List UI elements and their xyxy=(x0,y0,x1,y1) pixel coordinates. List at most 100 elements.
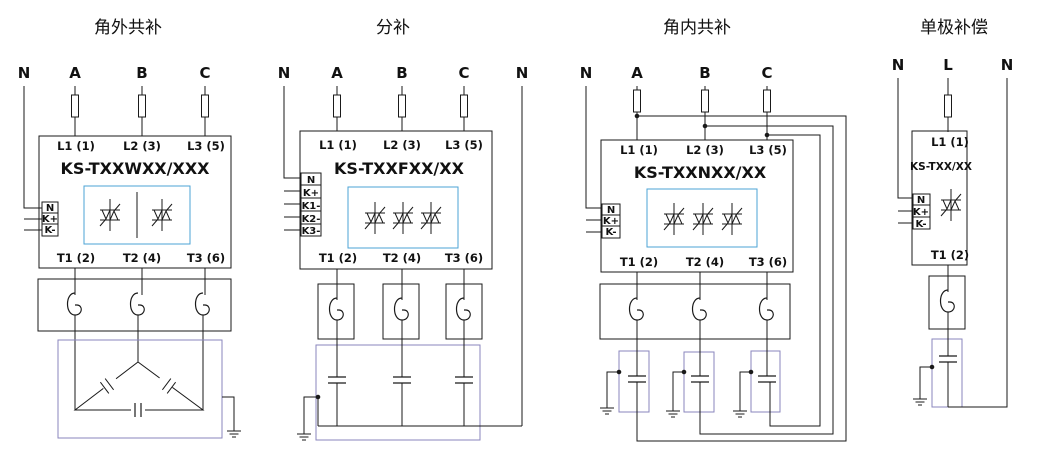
tap-wire xyxy=(767,134,821,427)
ground-wire xyxy=(672,371,684,405)
input-terminal-label: L1 (1) xyxy=(620,143,658,157)
current-transformer-block xyxy=(317,283,355,340)
diagram-title: 角内共补 xyxy=(663,18,731,38)
current-transformer-block xyxy=(599,283,791,340)
phase-label: N xyxy=(580,64,593,82)
terminal-label: K- xyxy=(915,219,926,230)
input-terminal-label: L3 (5) xyxy=(445,138,483,152)
phase-label: C xyxy=(458,64,469,82)
terminal-label: K+ xyxy=(42,214,58,225)
ground-wire xyxy=(739,371,751,405)
phase-label: B xyxy=(396,64,407,82)
phase-label: A xyxy=(331,64,343,82)
tap-wire xyxy=(699,125,834,435)
delta-connection xyxy=(73,361,205,411)
capacitor-bank xyxy=(315,344,481,441)
thyristor-icon xyxy=(940,188,962,222)
fuse-icon xyxy=(201,94,209,118)
phase-label: B xyxy=(136,64,147,82)
input-terminal-label: L3 (5) xyxy=(749,143,787,157)
neutral-wire xyxy=(283,86,300,179)
switch-module xyxy=(600,139,794,273)
neutral-wire xyxy=(897,78,913,199)
capacitor-bank xyxy=(683,351,715,413)
diagram-title: 角外共补 xyxy=(94,18,162,38)
thyristor-icon xyxy=(392,201,414,235)
current-transformer-icon xyxy=(939,289,955,313)
current-transformer-block xyxy=(928,275,966,330)
fuse-icon xyxy=(763,89,771,113)
ground-icon xyxy=(226,424,242,438)
thyristor-icon xyxy=(364,201,386,235)
input-terminal-label: L2 (3) xyxy=(123,139,161,153)
ground-wire xyxy=(222,396,235,425)
neutral-wire xyxy=(23,86,42,209)
model-number: KS-TXX/XX xyxy=(910,161,972,173)
current-transformer-block xyxy=(382,283,420,340)
capacitor-bank xyxy=(57,339,223,439)
phase-label: C xyxy=(761,64,772,82)
phase-label: N xyxy=(18,64,31,82)
capacitor-icon xyxy=(938,355,958,363)
terminal-label: N xyxy=(307,175,315,186)
tap-wire xyxy=(636,115,847,442)
thyristor-block xyxy=(83,185,191,245)
phase-label: N xyxy=(892,56,905,74)
terminal-label: K- xyxy=(44,225,55,236)
output-terminal-label: T2 (4) xyxy=(686,255,724,269)
diagram-delta-external: 角外共补 N A B C L1 (1) L2 (3) L3 (5) KS-TXX… xyxy=(18,18,242,439)
output-terminal-label: T1 (2) xyxy=(931,248,969,262)
diagram-single-phase: 单极补偿 N L N L1 (1) KS-TXX/XX N K+ K- T1 (… xyxy=(892,18,1014,408)
model-number: KS-TXXWXX/XXX xyxy=(61,159,211,178)
input-terminal-label: L1 (1) xyxy=(931,135,969,149)
capacitor-bank xyxy=(618,350,650,413)
phase-label: N xyxy=(278,64,291,82)
diagram-delta-internal: 角内共补 N A B C L1 (1) L2 (3) L3 (5) KS-TXX… xyxy=(580,18,847,442)
switch-module xyxy=(299,130,493,270)
terminal-label: K+ xyxy=(603,216,619,227)
output-terminal-label: T3 (6) xyxy=(445,251,483,265)
terminal-label: K+ xyxy=(913,207,929,218)
current-transformer-icon xyxy=(194,292,210,316)
capacitor-bank xyxy=(931,338,963,408)
ground-wire xyxy=(606,371,619,402)
output-terminal-label: T1 (2) xyxy=(319,251,357,265)
capacitor-icon xyxy=(392,376,412,384)
thyristor-block xyxy=(646,188,758,248)
output-terminal-label: T3 (6) xyxy=(749,255,787,269)
output-terminal-label: T1 (2) xyxy=(57,251,95,265)
phase-label: A xyxy=(69,64,81,82)
current-transformer-icon xyxy=(455,297,471,321)
terminal-label: K3- xyxy=(302,226,321,237)
current-transformer-icon xyxy=(66,292,82,316)
current-transformer-icon xyxy=(691,297,707,321)
neutral-return-wire xyxy=(948,78,1008,408)
phase-label: C xyxy=(199,64,210,82)
fuse-icon xyxy=(944,94,952,118)
input-terminal-label: L2 (3) xyxy=(686,143,724,157)
fuse-icon xyxy=(633,89,641,113)
output-terminal-label: T2 (4) xyxy=(383,251,421,265)
fuse-icon xyxy=(138,94,146,118)
current-transformer-block xyxy=(37,278,232,332)
terminal-label: K1- xyxy=(302,201,321,212)
switch-module xyxy=(38,135,232,269)
input-terminal-label: L1 (1) xyxy=(57,139,95,153)
capacitor-icon xyxy=(327,376,347,384)
thyristor-icon xyxy=(99,198,121,232)
ground-wire xyxy=(303,396,319,428)
thyristor-icon xyxy=(151,198,173,232)
diagram-split-phase: 分补 N A B C N L1 (1) L2 (3) L3 (5) KS-TXX… xyxy=(278,18,528,441)
control-terminal-strip xyxy=(601,203,621,239)
current-transformer-icon xyxy=(628,297,644,321)
model-number: KS-TXXFXX/XX xyxy=(334,159,465,178)
terminal-label: K2- xyxy=(302,214,321,225)
output-terminal-label: T3 (6) xyxy=(187,251,225,265)
input-terminal-label: L3 (5) xyxy=(187,139,225,153)
phase-label: N xyxy=(1001,56,1014,74)
terminal-label: N xyxy=(607,205,615,216)
fuse-icon xyxy=(71,94,79,118)
output-terminal-label: T2 (4) xyxy=(123,251,161,265)
capacitor-icon xyxy=(454,376,474,384)
